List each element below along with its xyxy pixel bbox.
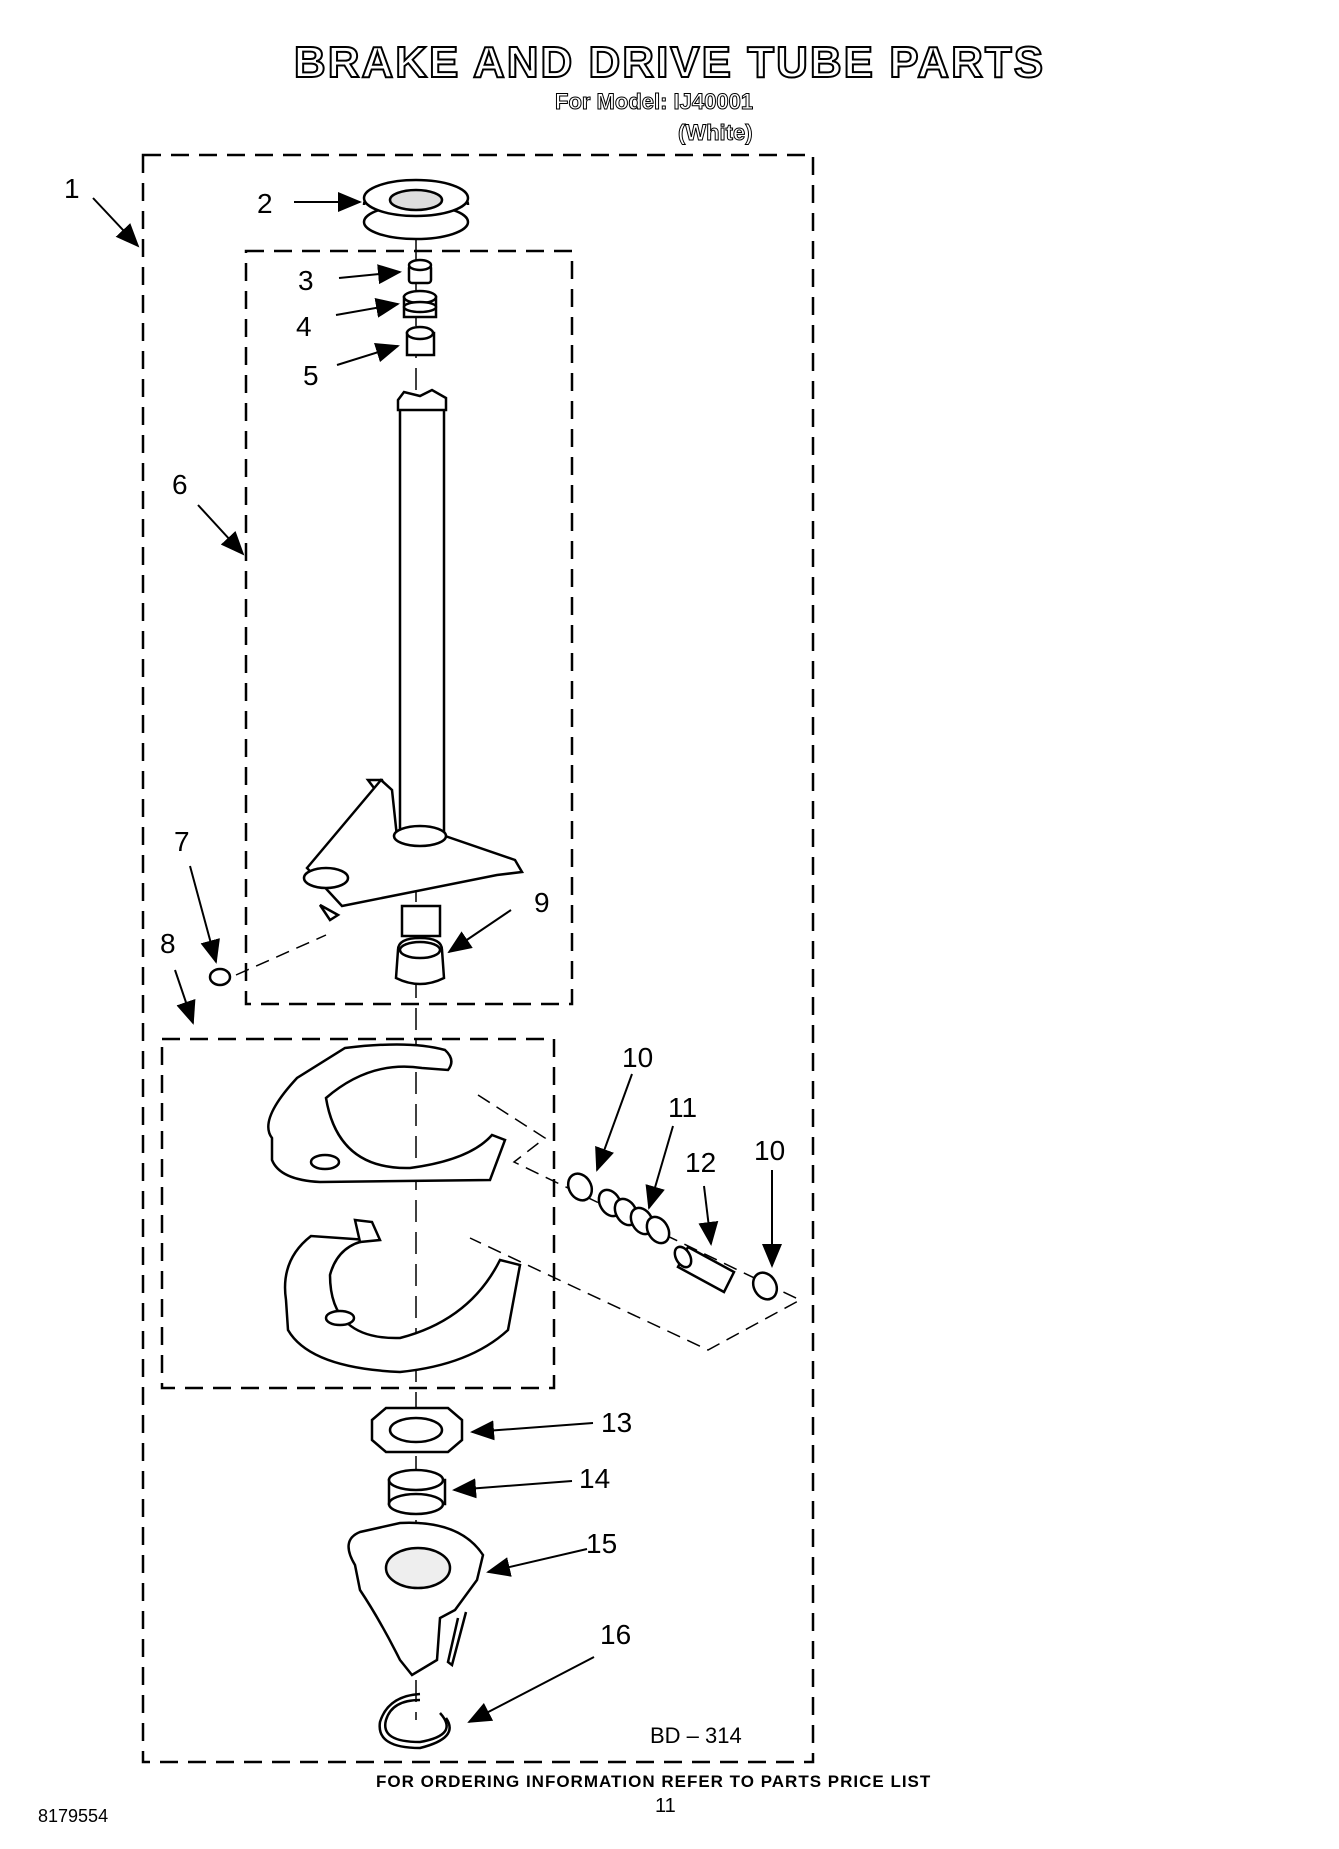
callout-11: 11 — [668, 1092, 697, 1123]
callout-13: 13 — [601, 1407, 632, 1438]
callout-10a: 10 — [622, 1042, 653, 1073]
drive-tube-frame — [244, 249, 574, 1006]
drive-tube-part-6 — [302, 388, 525, 938]
callout-12: 12 — [685, 1147, 716, 1178]
callout-9: 9 — [534, 887, 550, 918]
callout-3: 3 — [298, 265, 314, 296]
spring-parts-10-12 — [566, 1172, 779, 1301]
color-line: (White) — [678, 120, 754, 146]
callout-6: 6 — [172, 469, 188, 500]
clip-part-7 — [208, 967, 232, 987]
ordering-instruction: FOR ORDERING INFORMATION REFER TO PARTS … — [376, 1772, 932, 1791]
plate-part-13 — [370, 1406, 464, 1454]
bearing-parts-3-5 — [402, 258, 438, 357]
page-number: 11 — [655, 1795, 676, 1817]
callout-16: 16 — [600, 1619, 631, 1650]
callout-5: 5 — [303, 360, 319, 391]
callout-1: 1 — [64, 173, 80, 204]
page-title: BRAKE AND DRIVE TUBE PARTS — [293, 37, 1046, 88]
bushing-part-9 — [394, 936, 446, 986]
outer-assembly-frame — [141, 153, 815, 1764]
callout-4: 4 — [296, 311, 312, 342]
callout-15: 15 — [586, 1528, 617, 1559]
callout-10b: 10 — [754, 1135, 785, 1166]
model-line: For Model: IJ40001 — [554, 89, 754, 115]
callout-arrows — [92, 192, 782, 1723]
diagram-code: BD – 314 — [650, 1723, 742, 1748]
snap-ring-part-16 — [378, 1692, 451, 1750]
callout-7: 7 — [174, 826, 190, 857]
callout-8: 8 — [160, 928, 176, 959]
document-number: 8179554 — [38, 1806, 109, 1826]
callout-2: 2 — [257, 188, 273, 219]
hub-part-15 — [347, 1521, 485, 1677]
brake-shoe-frame — [160, 1037, 556, 1390]
ring-part-14 — [387, 1468, 447, 1516]
seal-part-2 — [362, 178, 470, 241]
brake-shoe-upper — [267, 1043, 507, 1184]
brake-shoe-lower — [283, 1218, 522, 1374]
callout-14: 14 — [579, 1463, 610, 1494]
